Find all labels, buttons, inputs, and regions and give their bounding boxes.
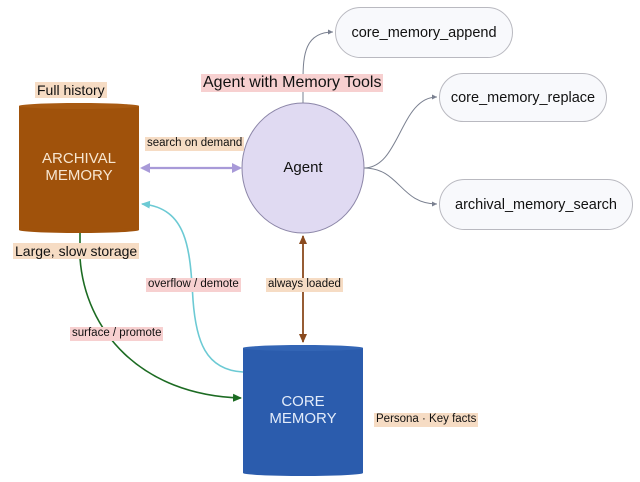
search-on-demand-label: search on demand <box>145 137 245 151</box>
diagram-title: Agent with Memory Tools <box>201 74 384 92</box>
tool-label: core_memory_replace <box>450 89 596 106</box>
agent-node[interactable] <box>241 102 365 234</box>
large-slow-storage-note: Large, slow storage <box>13 243 140 259</box>
persona-key-facts-note: Persona · Key facts <box>374 413 479 427</box>
full-history-note: Full history <box>35 82 107 98</box>
tool-core-memory-append[interactable]: core_memory_append <box>335 7 513 58</box>
edge-overflow-demote <box>141 200 244 373</box>
surface-promote-label: surface / promote <box>70 327 164 341</box>
core-memory-node[interactable] <box>243 345 363 476</box>
always-loaded-label: always loaded <box>266 278 343 292</box>
archival-memory-node[interactable] <box>19 103 139 233</box>
edge-agent-to-append <box>302 29 334 103</box>
edge-agent-to-replace <box>363 94 438 169</box>
edge-surface-promote <box>79 233 242 402</box>
overflow-demote-label: overflow / demote <box>146 278 241 292</box>
tool-archival-memory-search[interactable]: archival_memory_search <box>439 179 633 230</box>
tool-label: core_memory_append <box>351 24 497 41</box>
edge-agent-to-search <box>363 167 438 207</box>
tool-label: archival_memory_search <box>455 196 617 213</box>
tool-core-memory-replace[interactable]: core_memory_replace <box>439 73 607 122</box>
